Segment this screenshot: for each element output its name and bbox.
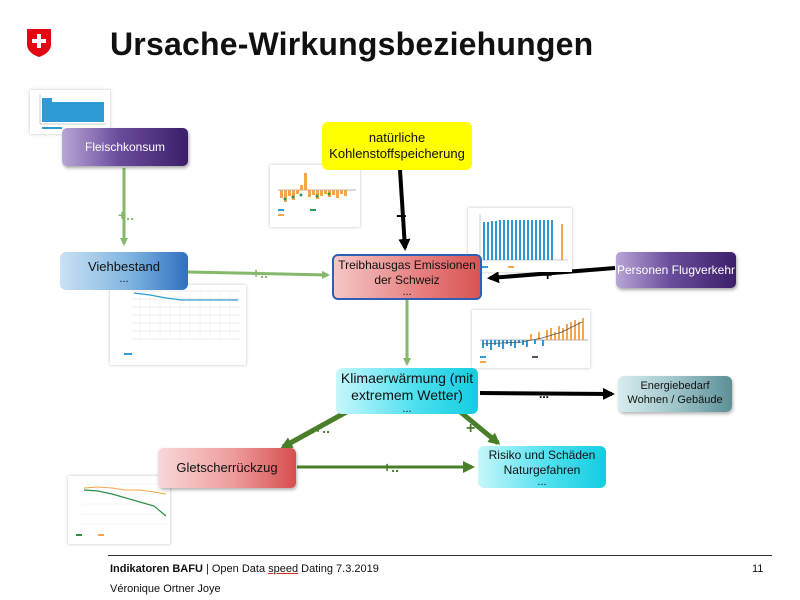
footer-line1: Indikatoren BAFU | Open Data speed Datin… xyxy=(110,563,379,575)
edge-label-gletscher-risiko: +.. xyxy=(383,459,399,475)
footer-author: Véronique Ortner Joye xyxy=(110,583,221,595)
node-viehbestand-label: Viehbestand xyxy=(87,258,161,274)
edge-label-klima-gletscher: +.. xyxy=(314,420,330,436)
node-klima-more: ... xyxy=(402,402,412,415)
thumbnail-chart-fleischkonsum xyxy=(30,90,110,134)
thumbnail-chart-fleischkonsum-graphic xyxy=(39,94,106,129)
arrow-flug-emiss xyxy=(487,266,616,284)
node-kohlenstoff-line1: natürliche xyxy=(368,129,426,145)
arrow-klima-gletscher xyxy=(280,407,352,450)
edge-label-klima-energie: ... xyxy=(539,387,549,401)
node-energie-line2: Wohnen / Gebäude xyxy=(627,394,723,406)
node-kohlenstoffspeicherung: natürliche Kohlenstoffspeicherung xyxy=(322,122,472,170)
thumbnail-chart-viehbestand xyxy=(110,285,246,365)
node-emissionen-line1: Treibhausgas Emissionen xyxy=(338,258,476,272)
thumbnail-chart-flugverkehr xyxy=(468,208,572,272)
footer-rest: Dating 7.3.2019 xyxy=(298,563,379,575)
node-risiko-schaeden: Risiko und Schäden Naturgefahren ... xyxy=(478,446,606,488)
edge-label-fleisch-vieh: +.. xyxy=(118,207,134,223)
edge-label-flug-emiss: + xyxy=(543,267,552,284)
node-viehbestand-more: ... xyxy=(119,273,129,286)
thumbnail-chart-kohlenstoff-graphic xyxy=(278,173,356,216)
thumbnail-chart-klima-graphic xyxy=(480,318,588,363)
node-fleischkonsum: Fleischkonsum xyxy=(62,128,188,166)
thumbnail-chart-viehbestand-graphic xyxy=(124,290,240,355)
node-risiko-more: ... xyxy=(537,476,547,488)
node-klima-line1: Klimaerwärmung (mit xyxy=(340,369,474,386)
node-emissionen-more: ... xyxy=(402,286,412,298)
node-klimaerwaermung: Klimaerwärmung (mit extremem Wetter) ... xyxy=(336,368,478,414)
node-kohlenstoff-line2: Kohlenstoffspeicherung xyxy=(329,146,465,161)
node-energiebedarf: Energiebedarf Wohnen / Gebäude xyxy=(618,376,732,412)
thumbnail-chart-gletscher xyxy=(68,476,170,544)
node-personen-flugverkehr: Personen Flugverkehr xyxy=(616,252,736,288)
thumbnail-chart-gletscher-graphic xyxy=(76,483,167,536)
page-number: 11 xyxy=(752,563,764,575)
footer-speed: speed xyxy=(268,563,299,575)
node-emissionen-line2: der Schweiz xyxy=(374,273,440,287)
node-risiko-line2: Naturgefahren xyxy=(503,463,581,477)
node-treibhausgas-emissionen: Treibhausgas Emissionen der Schweiz ... xyxy=(332,254,482,300)
arrow-vieh-emiss xyxy=(187,270,330,279)
node-gletscher-label: Gletscherrückzug xyxy=(176,459,278,475)
thumbnail-chart-flugverkehr-graphic xyxy=(479,214,568,268)
footer-divider xyxy=(108,555,772,556)
footer-sep: | Open Data xyxy=(202,563,269,575)
node-viehbestand: Viehbestand ... xyxy=(60,252,188,290)
thumbnail-chart-klima xyxy=(472,310,590,368)
arrow-klima-energie xyxy=(479,387,615,400)
page-title: Ursache-Wirkungsbeziehungen xyxy=(110,26,594,62)
swiss-cross-icon xyxy=(27,29,51,57)
edge-label-klima-risiko: + xyxy=(466,420,475,437)
edge-label-vieh-emiss: +.. xyxy=(252,265,268,281)
node-flugverkehr-label: Personen Flugverkehr xyxy=(616,262,736,277)
arrow-kohlen-emiss xyxy=(398,169,411,251)
arrow-klima-risiko xyxy=(456,408,501,445)
node-gletscherrueckzug: Gletscherrückzug xyxy=(158,448,296,488)
node-energie-line1: Energiebedarf xyxy=(640,380,710,393)
node-risiko-line1: Risiko und Schäden xyxy=(488,448,596,462)
footer-org: Indikatoren BAFU xyxy=(110,563,203,575)
node-fleischkonsum-label: Fleischkonsum xyxy=(84,139,166,154)
thumbnail-chart-kohlenstoff xyxy=(270,165,360,227)
node-klima-line2: extremem Wetter) xyxy=(351,387,463,403)
edge-label-kohlen-emiss: − xyxy=(396,206,407,226)
